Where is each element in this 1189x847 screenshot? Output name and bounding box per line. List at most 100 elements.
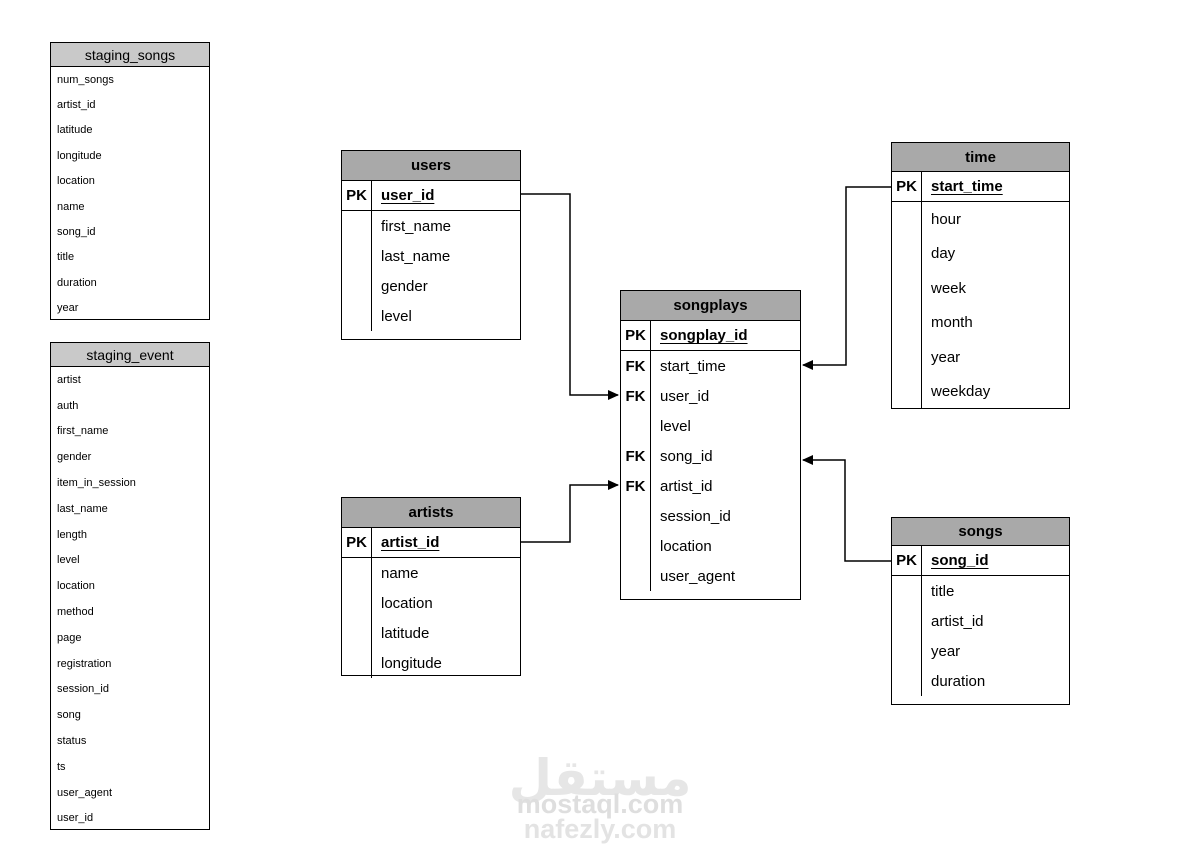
field-name: user_agent — [57, 786, 113, 799]
field-name: week — [931, 279, 967, 297]
pk-label: PK — [621, 321, 651, 350]
field-row: user_id — [51, 806, 209, 832]
field-row: hour — [892, 202, 1069, 237]
table-title-artists: artists — [342, 498, 520, 528]
key-cell-empty — [892, 202, 922, 237]
field-row: artist — [51, 367, 209, 393]
field-name: longitude — [57, 149, 102, 162]
field-name: session_id — [57, 683, 109, 696]
fk-label: FK — [621, 351, 651, 381]
field-name: item_in_session — [57, 477, 136, 490]
table-title-time: time — [892, 143, 1069, 172]
field-row: year — [892, 636, 1069, 666]
field-row: session_id — [51, 677, 209, 703]
key-cell-empty — [892, 666, 922, 696]
field-row: year — [51, 296, 209, 321]
field-row: last_name — [51, 496, 209, 522]
field-row: month — [892, 305, 1069, 340]
pk-label: PK — [342, 181, 372, 210]
field-row: title — [892, 576, 1069, 606]
relation-arrow-time-to-songplays — [802, 186, 891, 370]
field-row: FK artist_id — [621, 471, 800, 501]
field-name: year — [57, 302, 79, 315]
field-name: auth — [57, 399, 79, 412]
key-cell-empty — [342, 648, 372, 678]
field-row: PK songplay_id — [621, 321, 800, 351]
field-name: year — [931, 642, 961, 660]
watermark-nafezly-text: nafezly.com — [523, 814, 677, 844]
watermark: مستقل mostaql.com nafezly.com — [470, 752, 730, 844]
key-cell-empty — [892, 305, 922, 340]
key-cell-empty — [342, 618, 372, 648]
field-name: title — [931, 582, 955, 600]
field-row: title — [51, 245, 209, 270]
table-title-staging_songs: staging_songs — [51, 43, 209, 67]
field-row: level — [621, 411, 800, 441]
field-row: week — [892, 271, 1069, 306]
key-cell-empty — [892, 374, 922, 409]
field-row: auth — [51, 393, 209, 419]
field-name: name — [381, 564, 419, 582]
field-name: artist_id — [931, 612, 984, 630]
field-name: latitude — [57, 124, 93, 137]
field-row: level — [51, 548, 209, 574]
field-name: status — [57, 735, 87, 748]
field-row: status — [51, 728, 209, 754]
field-name: first_name — [381, 217, 452, 235]
field-row: longitude — [342, 648, 520, 678]
field-name: first_name — [57, 425, 109, 438]
field-row: item_in_session — [51, 470, 209, 496]
field-name: start_time — [931, 178, 1003, 195]
key-cell-empty — [342, 588, 372, 618]
field-name: user_id — [660, 387, 710, 405]
field-row: registration — [51, 651, 209, 677]
relation-arrow-artists-to-songplays — [521, 480, 619, 543]
field-name: level — [57, 554, 80, 567]
field-name: ts — [57, 760, 66, 773]
field-name: latitude — [381, 624, 430, 642]
field-name: duration — [931, 672, 986, 690]
field-name: registration — [57, 657, 112, 670]
field-name: artist_id — [660, 477, 713, 495]
field-name: location — [660, 537, 712, 555]
field-row: ts — [51, 754, 209, 780]
field-row: name — [342, 558, 520, 588]
field-name: level — [381, 307, 412, 325]
fk-label: FK — [621, 471, 651, 501]
field-name: songplay_id — [660, 327, 748, 344]
field-row: user_agent — [621, 561, 800, 591]
field-name: song — [57, 709, 81, 722]
field-row: song — [51, 702, 209, 728]
field-name: user_id — [381, 187, 435, 204]
fk-label: FK — [621, 381, 651, 411]
table-title-staging_event: staging_event — [51, 343, 209, 367]
key-cell-empty — [621, 411, 651, 441]
field-row: duration — [51, 270, 209, 295]
field-name: artist — [57, 373, 81, 386]
field-name: longitude — [381, 654, 442, 672]
field-name: artist_id — [57, 99, 96, 112]
field-row: location — [621, 531, 800, 561]
key-cell-empty — [342, 271, 372, 301]
field-row: latitude — [342, 618, 520, 648]
field-name: song_id — [931, 552, 989, 569]
field-row: last_name — [342, 241, 520, 271]
field-name: gender — [381, 277, 428, 295]
field-name: day — [931, 245, 956, 263]
key-cell-empty — [892, 340, 922, 375]
field-row: user_agent — [51, 780, 209, 806]
field-row: weekday — [892, 374, 1069, 409]
field-name: duration — [57, 276, 97, 289]
pk-label: PK — [892, 172, 922, 201]
key-cell-empty — [892, 636, 922, 666]
field-row: method — [51, 599, 209, 625]
